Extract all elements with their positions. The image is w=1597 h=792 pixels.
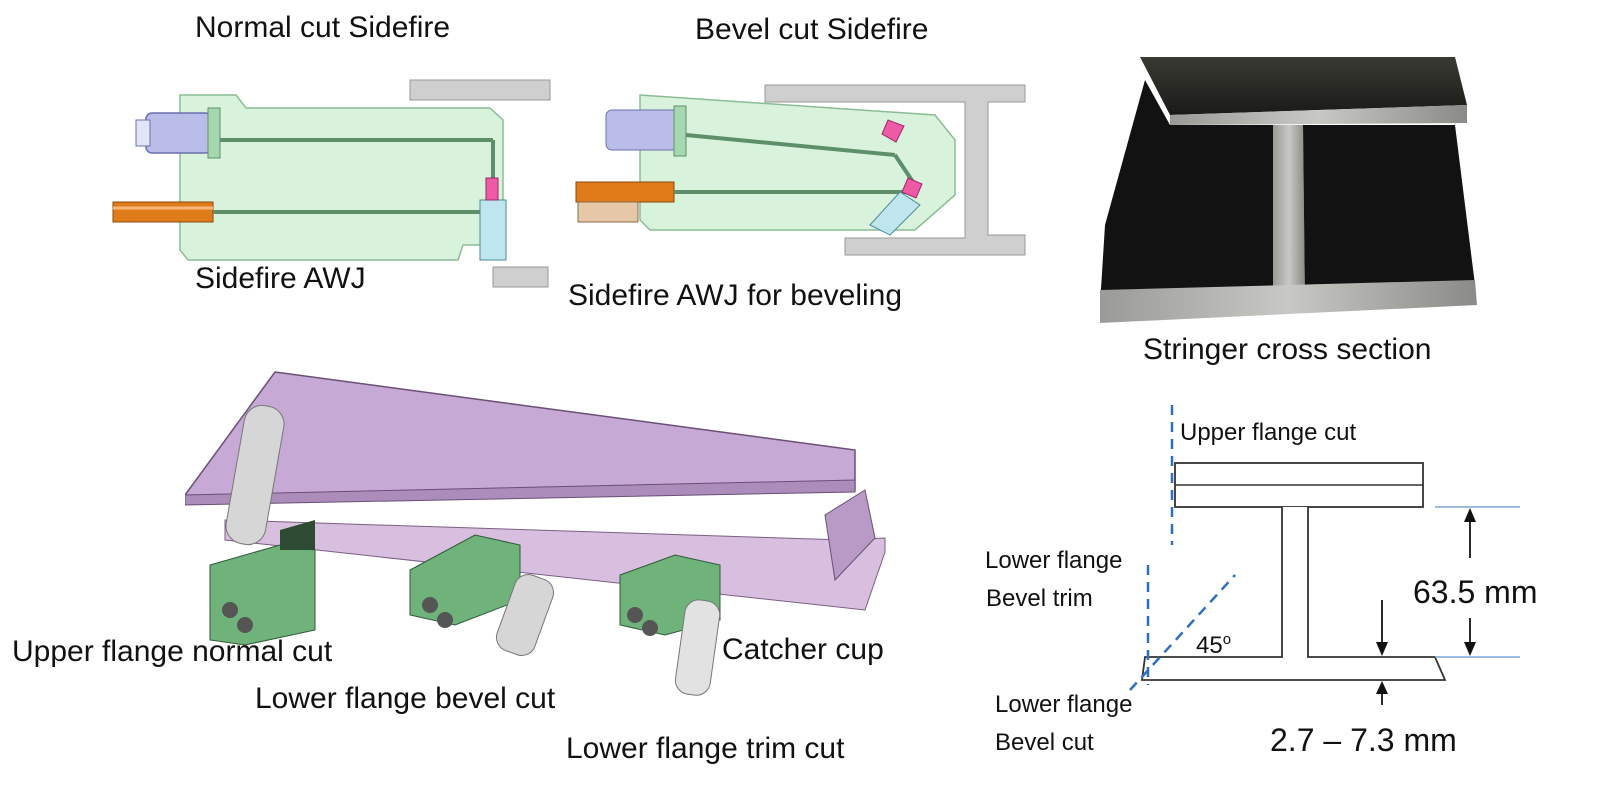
bevel-abrasive-tube [575, 181, 675, 203]
normal-abrasive-tube [112, 201, 214, 223]
sidefire-awj-beveling-label: Sidefire AWJ for beveling [568, 279, 903, 312]
catcher-cup-drawing [674, 599, 721, 696]
normal-upper-flange-part [409, 79, 551, 101]
lower-flange-bevel-cut-label-2: Bevel cut [995, 729, 1094, 756]
normal-cutting-head [479, 199, 507, 261]
lower-flange-bevel-cut-label-1: Lower flange [995, 691, 1133, 718]
assembly-upper-flange [185, 371, 856, 501]
dim-web-lower-flange [1140, 507, 1447, 681]
bevel-angle-label: 45o [1196, 632, 1231, 658]
height-dimension-label: 63.5 mm [1413, 574, 1538, 610]
normal-cut-sidefire-title: Normal cut Sidefire [195, 11, 451, 44]
actuator-lower-trim [619, 554, 721, 696]
assembly-lower-flange [224, 519, 886, 611]
catcher-column-1 [225, 404, 285, 546]
bevel-angle-unit: o [1222, 631, 1232, 648]
stringer-photo [1100, 57, 1477, 323]
thickness-dimension-label: 2.7 – 7.3 mm [1270, 722, 1457, 758]
catcher-cup-label: Catcher cup [722, 633, 884, 666]
bevel-cut-sidefire-drawing [575, 84, 1026, 256]
actuator-upper-normal [209, 520, 316, 646]
normal-upper-connector [145, 112, 212, 154]
bevel-cut-line [1129, 574, 1236, 691]
assembly-drawing [185, 371, 886, 696]
upper-flange-normal-cut-label: Upper flange normal cut [12, 635, 333, 668]
bevel-upper-connector [605, 109, 679, 151]
normal-nozzle-body [179, 94, 504, 261]
dimension-diagram [1129, 405, 1520, 705]
bevel-cutting-head [869, 191, 921, 236]
actuator-lower-bevel [409, 534, 555, 656]
bevel-angle-value: 45 [1196, 632, 1223, 659]
bevel-nozzle-body [639, 94, 956, 231]
stringer-web [1273, 125, 1305, 305]
lower-flange-bevel-trim-label-1: Lower flange [985, 547, 1123, 574]
assembly-web [824, 489, 876, 582]
stringer-upper-flange [1140, 57, 1467, 115]
stringer-cross-section-caption: Stringer cross section [1143, 333, 1432, 366]
stringer-lower-flange [1100, 280, 1477, 323]
sidefire-awj-label: Sidefire AWJ [195, 262, 366, 295]
bevel-cut-sidefire-title: Bevel cut Sidefire [695, 13, 929, 46]
lower-flange-bevel-trim-label-2: Bevel trim [986, 585, 1093, 612]
upper-flange-cut-label: Upper flange cut [1180, 419, 1357, 446]
lower-flange-trim-cut-label: Lower flange trim cut [566, 732, 845, 765]
normal-lower-flange-part [492, 266, 549, 288]
normal-cut-sidefire-drawing [112, 79, 551, 288]
bevel-ibeam-part [764, 84, 1026, 256]
lower-flange-bevel-cut-tool-label: Lower flange bevel cut [255, 682, 556, 715]
